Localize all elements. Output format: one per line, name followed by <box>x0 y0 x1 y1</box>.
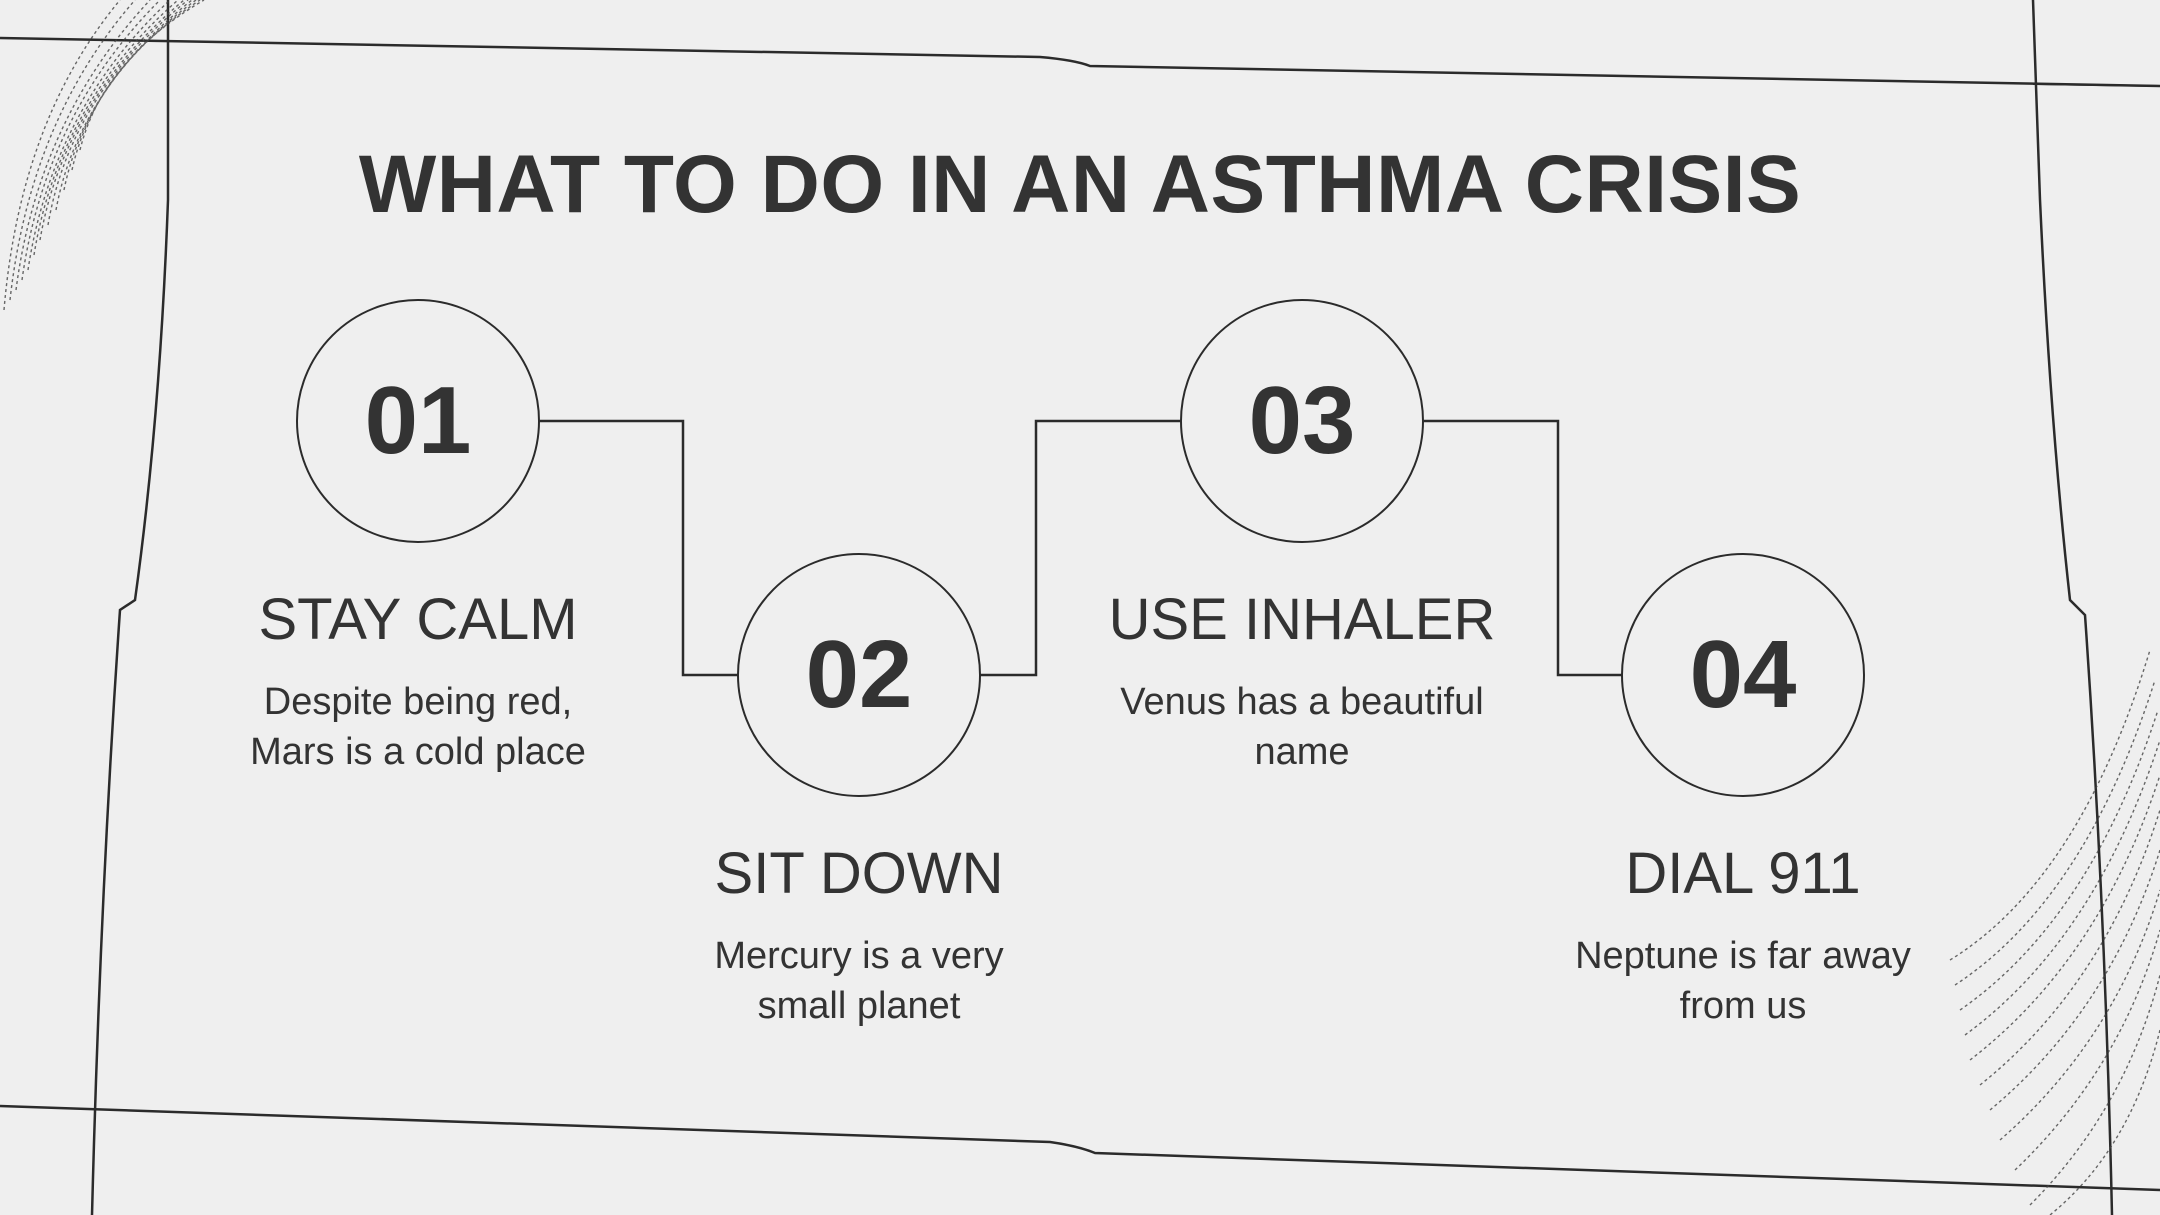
frame-line-bottom <box>0 1104 2160 1192</box>
step-number-01: 01 <box>364 367 472 474</box>
step-number-02: 02 <box>805 621 913 728</box>
step-desc-01: Despite being red, Mars is a cold place <box>158 677 678 777</box>
step-heading-02: SIT DOWN <box>714 841 1004 906</box>
page-title: WHAT TO DO IN AN ASTHMA CRISIS <box>358 139 1802 230</box>
connector-03-04 <box>1424 419 1622 677</box>
connector-02-03 <box>980 419 1180 677</box>
step-desc-03: Venus has a beautiful name <box>1042 677 1562 777</box>
step-desc-04-line2: from us <box>1679 985 1807 1027</box>
connector-01-02 <box>540 419 738 677</box>
frame-line-left-outer <box>90 0 170 1215</box>
step-desc-03-line2: name <box>1254 731 1350 773</box>
step-circle-03 <box>1180 299 1424 543</box>
step-heading-01: STAY CALM <box>258 587 578 652</box>
step-desc-04-line1: Neptune is far away <box>1575 935 1911 977</box>
step-desc-02-line2: small planet <box>757 985 961 1027</box>
step-desc-01-line1: Despite being red, <box>263 681 573 723</box>
step-number-04: 04 <box>1689 621 1797 728</box>
hatching-bottom-right <box>1949 649 2160 1215</box>
step-desc-01-line2: Mars is a cold place <box>250 731 586 773</box>
step-number-03: 03 <box>1248 367 1356 474</box>
step-heading-04: DIAL 911 <box>1625 841 1861 906</box>
frame-line-corner-top-right <box>2032 83 2160 87</box>
step-desc-04: Neptune is far away from us <box>1483 931 2003 1031</box>
step-circle-02 <box>737 553 981 797</box>
step-heading-03: USE INHALER <box>1108 587 1496 652</box>
step-desc-02-line1: Mercury is a very <box>714 935 1004 977</box>
hatching-top-left <box>3 0 205 311</box>
step-circle-01 <box>296 299 540 543</box>
frame-line-right <box>2031 0 2114 1215</box>
step-circle-04 <box>1621 553 1865 797</box>
step-desc-02: Mercury is a very small planet <box>599 931 1119 1031</box>
step-desc-03-line1: Venus has a beautiful <box>1120 681 1484 723</box>
frame-line-top <box>0 36 2160 88</box>
